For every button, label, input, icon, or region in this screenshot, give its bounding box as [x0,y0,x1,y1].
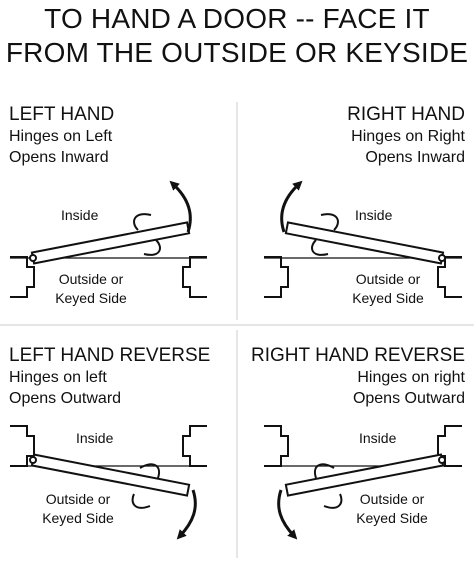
left-hand-reverse-inside-label: Inside [76,430,114,446]
right-hand-hinge-text: Hinges on Right [351,128,465,145]
right-hand-outside-label-line-2: Keyed Side [352,290,424,306]
left-hand-outside-label-line-1: Outside or [58,271,124,287]
right-hand-opens-text: Opens Inward [365,149,465,166]
right-hand-reverse-heading: RIGHT HAND REVERSE [251,345,465,366]
left-hand-reverse-lever-upper-icon [139,463,160,479]
page-title: TO HAND A DOOR -- FACE IT FROM THE OUTSI… [0,0,474,70]
left-hand-hinge-text: Hinges on Left [9,128,113,145]
left-hand-door-leaf [30,221,191,265]
right-hand-door-drawing [264,180,462,298]
left-hand-reverse-lever-lower-icon [131,493,151,509]
right-hand-lever-upper-icon [320,213,339,231]
left-hand-reverse-opens-text: Opens Outward [9,390,122,407]
left-hand-heading: LEFT HAND [9,104,115,125]
right-hand-reverse-swing-arrow-icon [277,489,298,540]
right-hand-reverse-door-drawing [264,425,462,540]
left-hand-outside-label-line-2: Keyed Side [55,290,127,306]
right-hand-reverse-hinge-icon [438,456,446,464]
right-hand-reverse-wall-left [264,425,289,467]
right-hand-inside-label: Inside [355,207,393,223]
left-hand-reverse-hinge-icon [29,456,37,464]
left-hand-reverse-swing-arrow-icon [176,489,197,540]
right-hand-swing-arrow-icon [280,180,303,233]
left-hand-reverse-door-drawing [10,425,207,540]
left-hand-opens-text: Opens Inward [9,149,109,166]
left-hand-reverse-wall-left [10,425,35,467]
left-hand-reverse-hinge-text: Hinges on left [9,369,107,386]
right-hand-door-leaf [284,221,445,265]
right-hand-reverse-hinge-text: Hinges on right [357,369,465,386]
right-hand-reverse-opens-text: Opens Outward [352,390,465,407]
right-hand-heading: RIGHT HAND [347,104,465,125]
left-hand-wall-left [10,256,35,298]
right-hand-hinge-icon [438,254,446,262]
right-hand-wall-left [264,256,289,298]
right-hand-reverse-outside-label-line-2: Keyed Side [356,510,428,526]
right-hand-reverse-lever-lower-icon [323,493,343,509]
title-line-2: FROM THE OUTSIDE OR KEYSIDE [5,37,469,68]
right-hand-reverse-lever-upper-icon [314,463,335,479]
left-hand-reverse-outside-label-line-1: Outside or [45,491,111,507]
right-hand-outside-label-line-1: Outside or [355,271,421,287]
right-hand-lever-lower-icon [311,239,329,256]
right-hand-reverse-inside-label: Inside [359,430,397,446]
right-hand-reverse-outside-label-line-1: Outside or [359,491,425,507]
left-hand-inside-label: Inside [61,207,99,223]
left-hand-door-drawing [10,180,207,298]
left-hand-lever-lower-icon [143,239,161,256]
right-hand-reverse-wall-right [437,425,462,467]
left-hand-reverse-heading: LEFT HAND REVERSE [9,345,211,366]
title-line-1: TO HAND A DOOR -- FACE IT [44,3,430,34]
left-hand-swing-arrow-icon [169,180,192,233]
left-hand-reverse-wall-right [182,425,207,467]
left-hand-wall-right [182,256,207,298]
left-hand-hinge-icon [29,254,37,262]
left-hand-lever-upper-icon [133,213,152,231]
left-hand-reverse-outside-label-line-2: Keyed Side [42,510,114,526]
